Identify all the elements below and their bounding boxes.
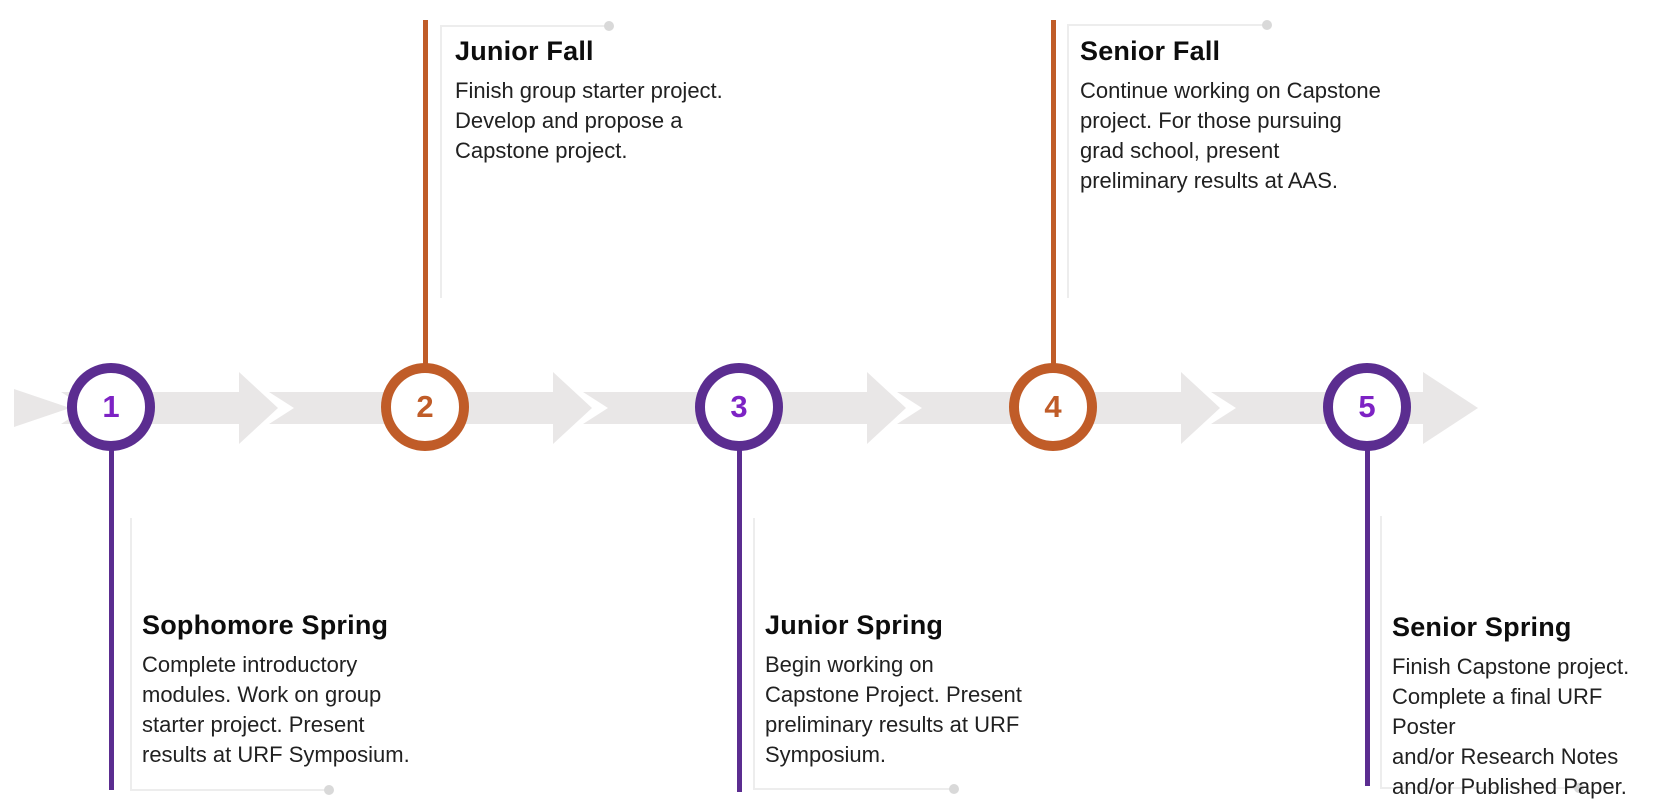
milestone-text-1: Sophomore Spring Complete introductory m… bbox=[142, 610, 410, 770]
milestone-circle-2: 2 bbox=[381, 363, 469, 451]
milestone-title: Junior Spring bbox=[765, 610, 944, 640]
milestone-title: Senior Fall bbox=[1080, 36, 1221, 66]
connector-line-5 bbox=[1365, 448, 1370, 786]
milestone-circle-3: 3 bbox=[695, 363, 783, 451]
band-segment bbox=[61, 372, 278, 444]
milestone-circle-4: 4 bbox=[1009, 363, 1097, 451]
callout-dot bbox=[949, 784, 959, 794]
milestone-number: 2 bbox=[416, 389, 434, 424]
band-left-arrow-tip bbox=[14, 389, 70, 427]
milestone-title: Senior Spring bbox=[1392, 612, 1572, 642]
milestone-number: 3 bbox=[730, 389, 748, 424]
callout-dot bbox=[1574, 783, 1584, 793]
callout-dot bbox=[604, 21, 614, 31]
callout-box-3 bbox=[753, 518, 959, 794]
milestone-number: 5 bbox=[1358, 389, 1376, 424]
milestone-title: Sophomore Spring bbox=[142, 610, 389, 640]
milestone-description: Finish group starter project. Develop an… bbox=[455, 78, 723, 163]
callout-box-1 bbox=[130, 518, 334, 795]
callout-box-2 bbox=[440, 21, 614, 298]
milestone-circle-1: 1 bbox=[67, 363, 155, 451]
milestone-number: 1 bbox=[102, 389, 120, 424]
callout-box-5 bbox=[1380, 516, 1584, 793]
milestone-title: Junior Fall bbox=[455, 36, 594, 66]
connector-line-1 bbox=[109, 448, 114, 790]
milestone-number: 4 bbox=[1044, 389, 1062, 424]
milestone-text-4: Senior Fall Continue working on Capstone… bbox=[1080, 36, 1381, 196]
milestone-description: Continue working on Capstone project. Fo… bbox=[1080, 78, 1381, 193]
milestone-circle-5: 5 bbox=[1323, 363, 1411, 451]
connector-line-3 bbox=[737, 448, 742, 792]
callout-dot bbox=[1262, 20, 1272, 30]
callout-dot bbox=[324, 785, 334, 795]
milestone-description: Finish Capstone project. Complete a fina… bbox=[1392, 654, 1630, 799]
milestone-text-5: Senior Spring Finish Capstone project. C… bbox=[1392, 612, 1660, 802]
connector-line-4 bbox=[1051, 20, 1056, 368]
milestone-description: Complete introductory modules. Work on g… bbox=[142, 652, 410, 767]
milestone-text-2: Junior Fall Finish group starter project… bbox=[455, 36, 723, 166]
milestone-description: Begin working on Capstone Project. Prese… bbox=[765, 652, 1022, 767]
callout-box-4 bbox=[1067, 20, 1272, 298]
connector-line-2 bbox=[423, 20, 428, 368]
milestone-text-3: Junior Spring Begin working on Capstone … bbox=[765, 610, 1022, 770]
